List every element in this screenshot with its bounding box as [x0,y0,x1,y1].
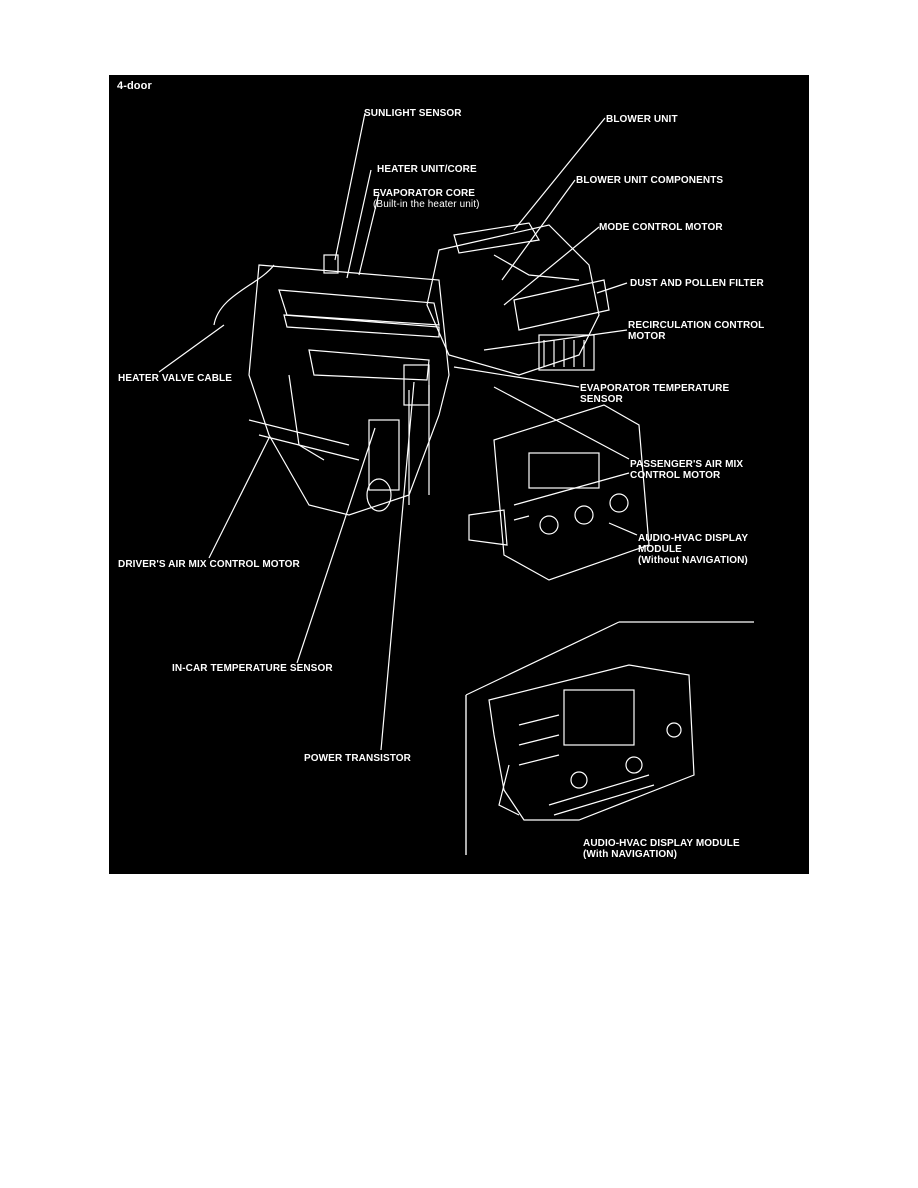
label-recirculation-line2: MOTOR [628,331,666,342]
label-audio-no-nav-line3: (Without NAVIGATION) [638,555,748,566]
label-blower-unit: BLOWER UNIT [606,114,678,125]
label-recirculation-motor: RECIRCULATION CONTROL MOTOR [628,320,764,342]
label-passenger-mix-line1: PASSENGER'S AIR MIX [630,459,744,470]
diagram-panel: 4-door SUNLIGHT SENSOR HEATER UNIT/CORE … [109,75,809,874]
label-evap-temp-line1: EVAPORATOR TEMPERATURE [580,383,730,394]
label-blower-unit-components: BLOWER UNIT COMPONENTS [576,175,724,186]
label-sunlight-sensor: SUNLIGHT SENSOR [364,108,462,119]
label-heater-valve-cable: HEATER VALVE CABLE [118,373,233,384]
heater-unit-illustration [213,254,450,516]
nav-module-illustration [488,664,695,821]
label-evaporator-core-note: (Built-in the heater unit) [373,199,480,210]
label-dust-pollen-filter: DUST AND POLLEN FILTER [630,278,764,289]
label-evaporator-temp-sensor: EVAPORATOR TEMPERATURE SENSOR [580,383,729,405]
label-passenger-mix-line2: CONTROL MOTOR [630,470,721,481]
label-evaporator-core: EVAPORATOR CORE (Built-in the heater uni… [373,188,480,210]
label-audio-hvac-no-nav: AUDIO-HVAC DISPLAY MODULE (Without NAVIG… [638,533,748,566]
label-audio-no-nav-line2: MODULE [638,544,682,555]
label-power-transistor: POWER TRANSISTOR [304,753,411,764]
label-passenger-air-mix: PASSENGER'S AIR MIX CONTROL MOTOR [630,459,743,481]
label-heater-unit-core: HEATER UNIT/CORE [377,164,477,175]
label-audio-no-nav-line1: AUDIO-HVAC DISPLAY [638,533,749,544]
label-audio-hvac-nav: AUDIO-HVAC DISPLAY MODULE (With NAVIGATI… [583,838,740,860]
label-incar-temp-sensor: IN-CAR TEMPERATURE SENSOR [172,663,333,674]
label-recirculation-line1: RECIRCULATION CONTROL [628,320,765,331]
label-audio-nav-line2: (With NAVIGATION) [583,849,677,860]
label-evap-temp-line2: SENSOR [580,394,623,405]
diagram-artwork [158,112,754,855]
label-driver-air-mix: DRIVER'S AIR MIX CONTROL MOTOR [118,559,300,570]
label-mode-control-motor: MODE CONTROL MOTOR [599,222,723,233]
audio-module-illustration [468,404,650,581]
label-evaporator-core-title: EVAPORATOR CORE [373,188,476,199]
blower-unit-illustration [426,222,610,376]
diagram-title: 4-door [117,80,152,92]
label-audio-nav-line1: AUDIO-HVAC DISPLAY MODULE [583,838,740,849]
